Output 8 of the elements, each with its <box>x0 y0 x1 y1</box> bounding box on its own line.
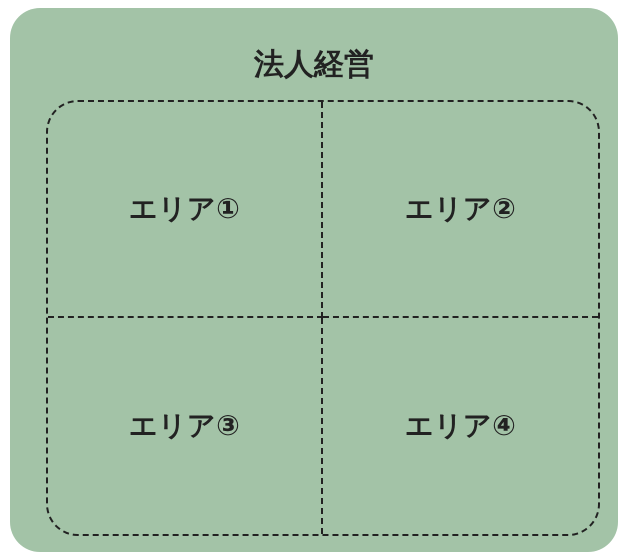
area-label: エリア④ <box>405 408 516 444</box>
panel-title: 法人経営 <box>254 47 374 82</box>
area-cell <box>48 102 323 318</box>
dashed-frame <box>46 100 600 536</box>
area-label: エリア① <box>129 191 240 227</box>
outer-panel <box>10 8 618 552</box>
area-label: エリア② <box>405 191 516 227</box>
area-label: エリア③ <box>129 408 240 444</box>
